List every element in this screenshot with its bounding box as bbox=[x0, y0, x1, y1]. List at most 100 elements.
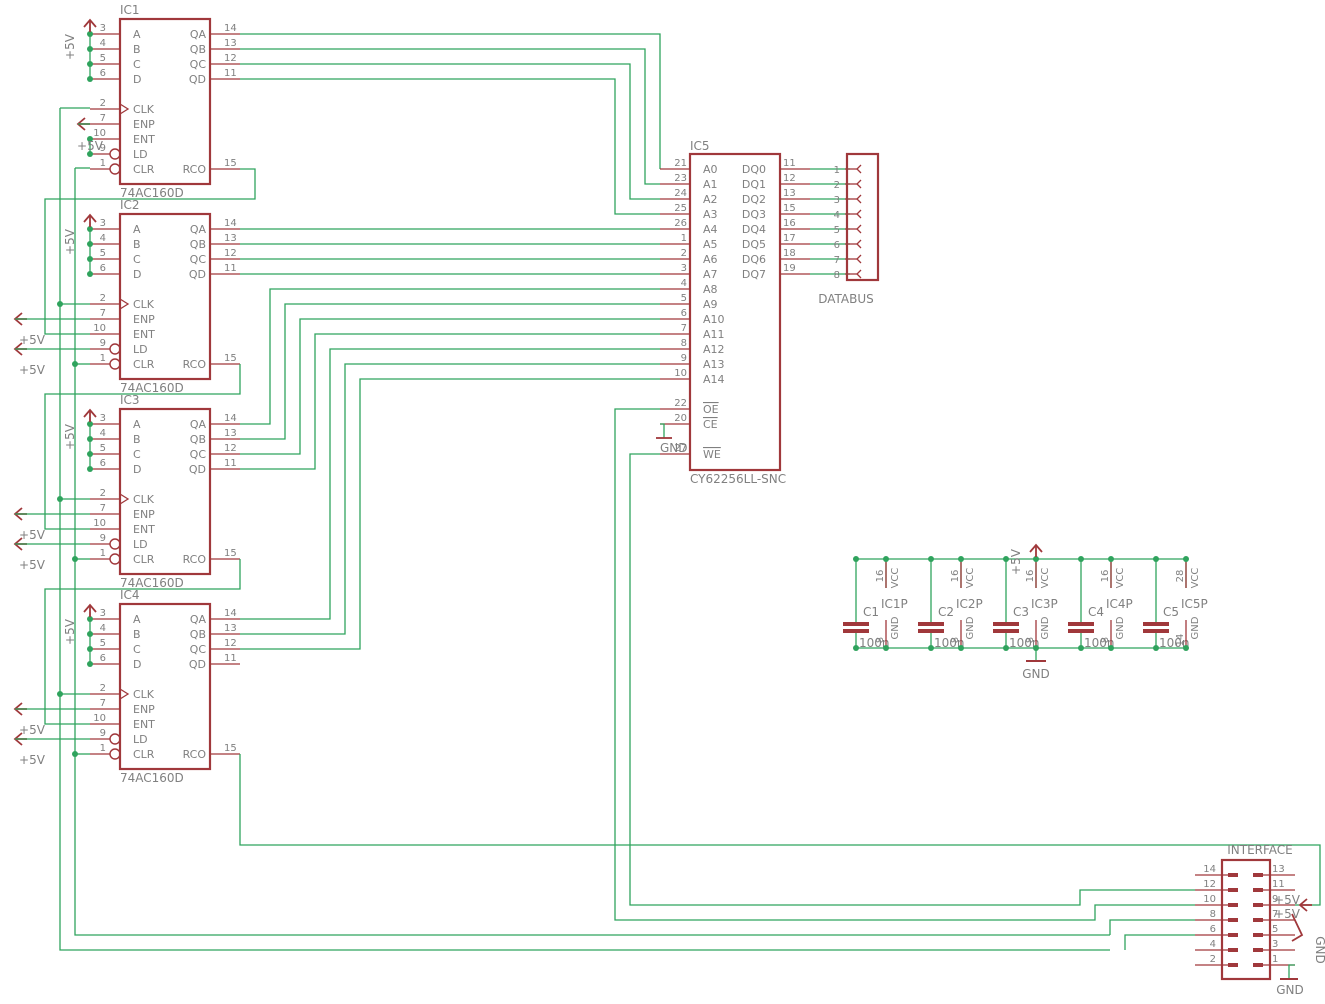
junction-dot bbox=[87, 661, 93, 667]
inversion-bubble bbox=[109, 538, 121, 550]
address-wire bbox=[240, 288, 660, 425]
pin-label: A14 bbox=[703, 373, 725, 386]
pin-number: 12 bbox=[224, 248, 237, 259]
pin-number: 8 bbox=[681, 338, 687, 349]
pin-number: 6 bbox=[834, 240, 840, 251]
cap-value: 100n bbox=[1009, 636, 1040, 650]
junction-dot bbox=[87, 451, 93, 457]
pin-number: 14 bbox=[224, 608, 237, 619]
part-value: 74AC160D bbox=[120, 186, 184, 200]
pin-number: 2 bbox=[100, 683, 106, 694]
pin-label: C bbox=[133, 448, 141, 461]
supply-label: +5V bbox=[19, 363, 46, 377]
pin-label: DQ3 bbox=[742, 208, 766, 221]
pin-number: 7 bbox=[100, 503, 106, 514]
pin-label: RCO bbox=[183, 163, 207, 176]
pin-label: ENT bbox=[133, 523, 155, 536]
pin-label: QA bbox=[190, 418, 207, 431]
pin-number: 11 bbox=[224, 653, 237, 664]
gnd-arrow bbox=[1291, 913, 1304, 942]
pin-number: 13 bbox=[1272, 864, 1285, 875]
pin-label: LD bbox=[133, 733, 148, 746]
pin-label: A8 bbox=[703, 283, 718, 296]
pin-number: 11 bbox=[1272, 879, 1285, 890]
junction-dot bbox=[87, 46, 93, 52]
pin-number: 10 bbox=[93, 518, 106, 529]
pin-number: 1 bbox=[1272, 954, 1278, 965]
clock-wire bbox=[59, 108, 1110, 951]
pin-label: VCC bbox=[1115, 568, 1126, 589]
pin-label: A1 bbox=[703, 178, 718, 191]
address-wire bbox=[240, 48, 660, 185]
junction-dot bbox=[87, 76, 93, 82]
supply-label: +5V bbox=[19, 753, 46, 767]
pin-pad bbox=[1253, 918, 1263, 922]
power-name: IC3P bbox=[1031, 597, 1058, 611]
pin-number: 2 bbox=[681, 248, 687, 259]
junction-dot bbox=[1078, 645, 1084, 651]
pin-label: QC bbox=[190, 253, 207, 266]
pin-number: 3 bbox=[100, 218, 106, 229]
pin-number: 16 bbox=[950, 570, 961, 583]
pin-number: 10 bbox=[93, 713, 106, 724]
power-name: IC2P bbox=[956, 597, 983, 611]
pin-label: GND bbox=[1040, 616, 1051, 639]
pin-label: D bbox=[133, 658, 141, 671]
pin-number: 14 bbox=[1203, 864, 1216, 875]
pin-number: 18 bbox=[783, 248, 796, 259]
pin-number: 3 bbox=[100, 413, 106, 424]
pin-number: 6 bbox=[681, 308, 687, 319]
supply-label: +5V bbox=[19, 333, 46, 347]
pin-number: 1 bbox=[100, 353, 106, 364]
pin-label: A6 bbox=[703, 253, 718, 266]
pin-label: A bbox=[133, 418, 141, 431]
pin-number: 15 bbox=[224, 548, 237, 559]
pin-label: LD bbox=[133, 538, 148, 551]
pin-label: A9 bbox=[703, 298, 718, 311]
pin-label: WE bbox=[703, 448, 721, 461]
pin-label: A13 bbox=[703, 358, 725, 371]
pin-number: 6 bbox=[100, 653, 106, 664]
pin-label: B bbox=[133, 433, 141, 446]
pin-number: 13 bbox=[224, 428, 237, 439]
supply-label: +5V bbox=[19, 723, 46, 737]
clock-marker bbox=[119, 493, 130, 505]
junction-dot bbox=[853, 556, 859, 562]
pin-number: 16 bbox=[1100, 570, 1111, 583]
pin-number: 15 bbox=[224, 743, 237, 754]
pin-number: 15 bbox=[224, 158, 237, 169]
pin-number: 17 bbox=[783, 233, 796, 244]
supply-label: +5V bbox=[19, 528, 46, 542]
pin-label: DQ6 bbox=[742, 253, 766, 266]
supply-label: +5V bbox=[19, 558, 46, 572]
pin-number: 12 bbox=[783, 173, 796, 184]
pin-arrow bbox=[856, 179, 862, 189]
pin-number: 12 bbox=[1203, 879, 1216, 890]
address-wire bbox=[240, 363, 660, 635]
pin-number: 9 bbox=[100, 533, 106, 544]
junction-dot bbox=[87, 271, 93, 277]
supply-label: +5V bbox=[1274, 907, 1301, 921]
pin-label: ENP bbox=[133, 118, 155, 131]
pin-number: 22 bbox=[674, 398, 687, 409]
junction-dot bbox=[87, 31, 93, 37]
junction-dot bbox=[883, 556, 889, 562]
we-wire bbox=[629, 453, 1195, 906]
part-name: IC3 bbox=[120, 393, 140, 407]
pin-label: QD bbox=[189, 658, 206, 671]
junction-dot bbox=[72, 751, 78, 757]
pin-label: DQ4 bbox=[742, 223, 766, 236]
ce-gnd-wire bbox=[660, 423, 665, 438]
pin-label: QC bbox=[190, 58, 207, 71]
pin-arrow bbox=[856, 164, 862, 174]
cap-plate bbox=[843, 622, 869, 626]
junction-dot bbox=[87, 151, 93, 157]
pin-number: 3 bbox=[681, 263, 687, 274]
pin-number: 5 bbox=[100, 638, 106, 649]
pin-pad bbox=[1253, 933, 1263, 937]
supply-label: +5V bbox=[1274, 893, 1301, 907]
pin-label: A5 bbox=[703, 238, 718, 251]
pin-number: 9 bbox=[100, 338, 106, 349]
pin-label: CLK bbox=[133, 493, 155, 506]
